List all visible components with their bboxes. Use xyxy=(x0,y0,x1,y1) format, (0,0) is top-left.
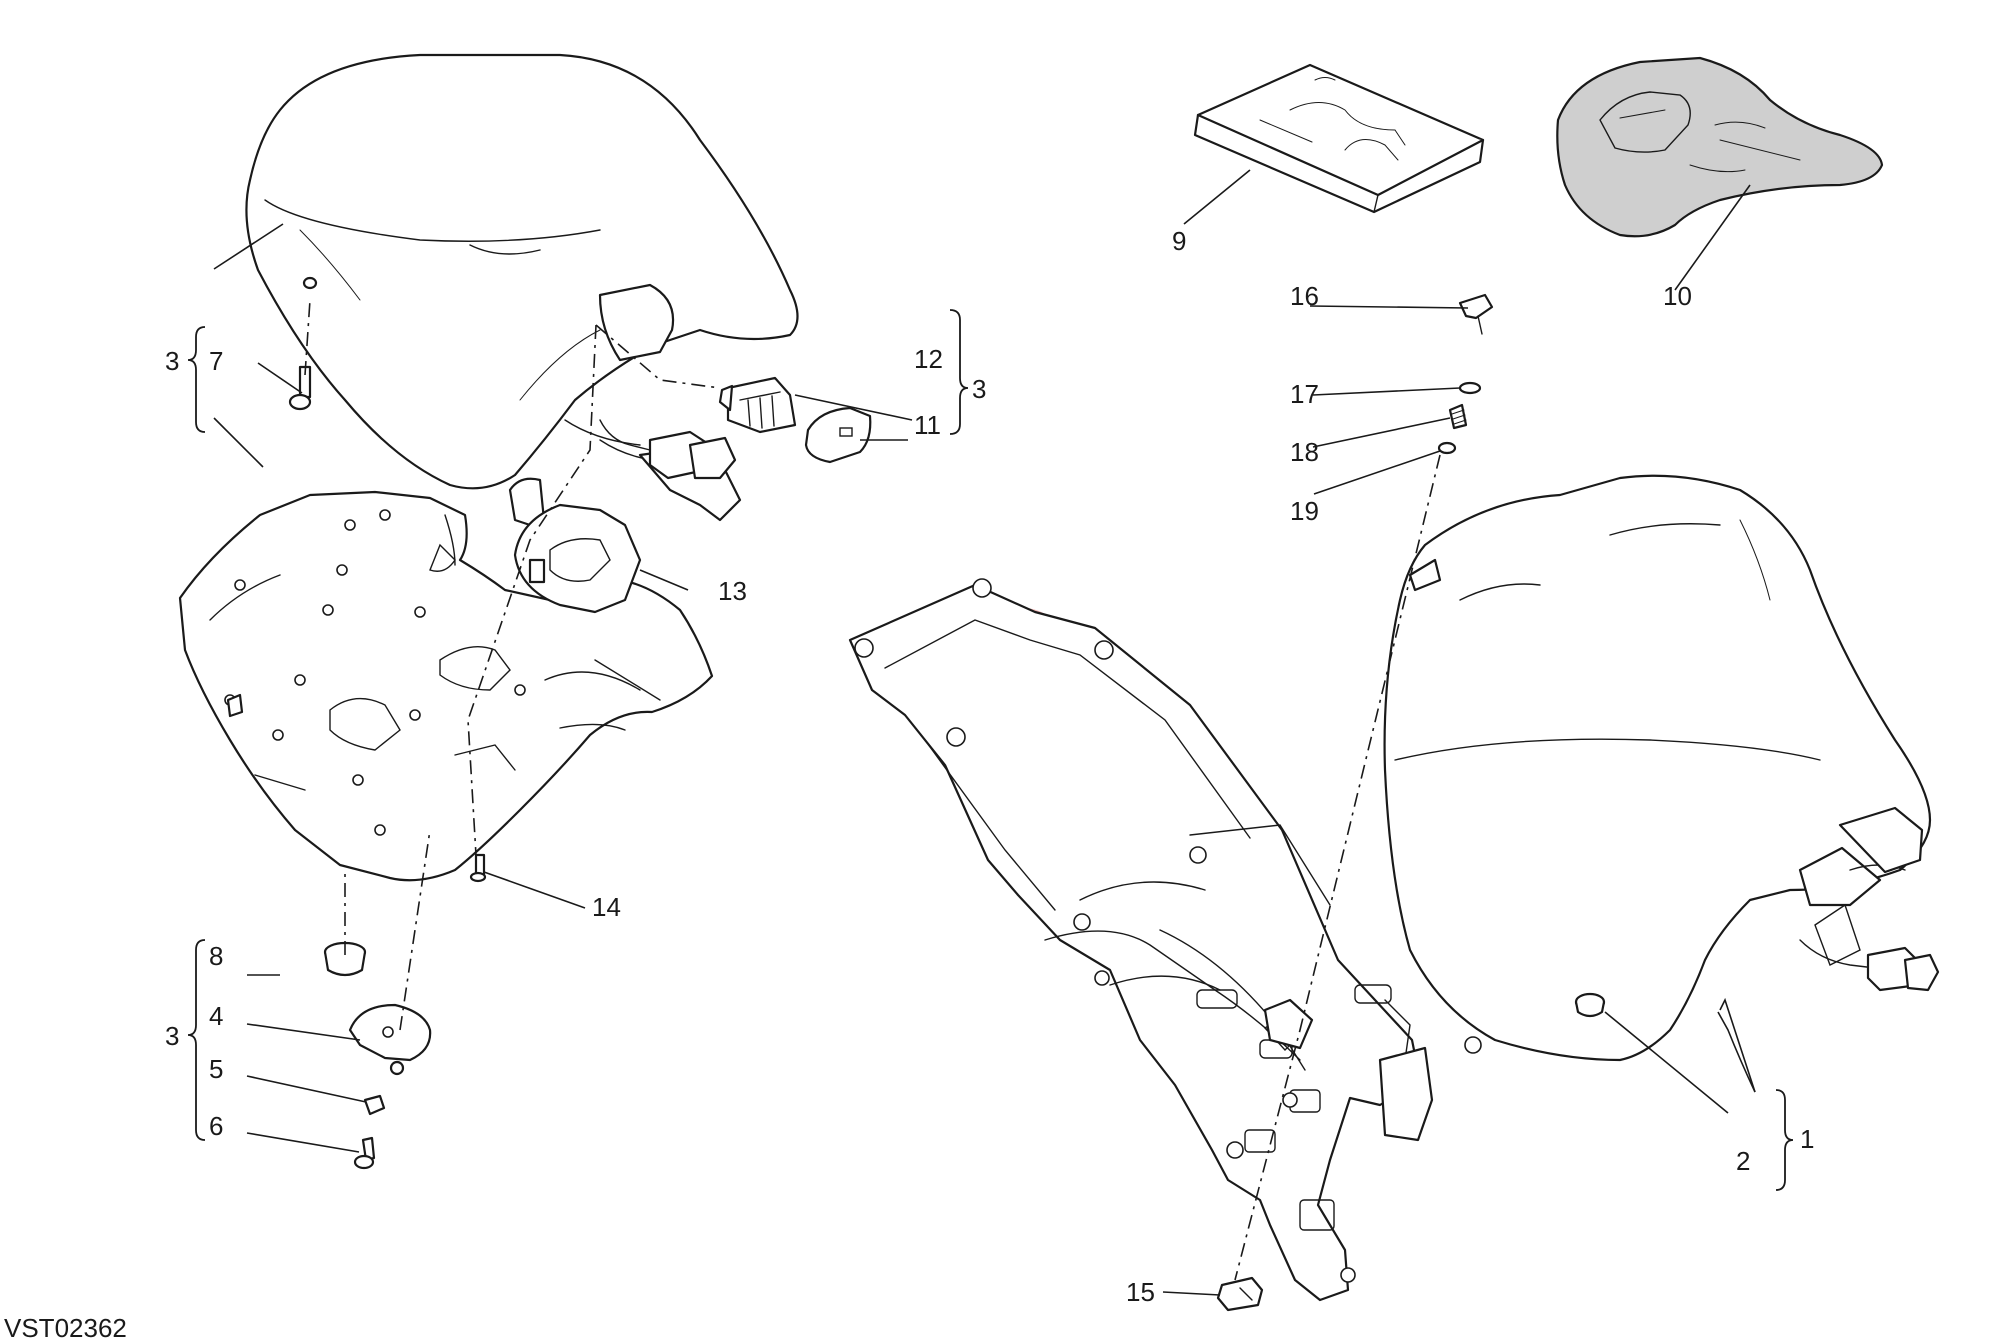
callout-3-bottom: 3 xyxy=(165,1021,179,1051)
part-13-latch-bracket xyxy=(513,503,642,614)
callout-16: 16 xyxy=(1290,281,1319,311)
callout-11: 11 xyxy=(914,410,941,440)
seat-base-pan xyxy=(178,477,714,882)
callout-labels: 1 2 3 3 3 4 5 6 7 8 9 10 11 12 13 14 15 … xyxy=(165,226,1814,1307)
callout-3-right: 3 xyxy=(972,374,986,404)
part-15-latch-block xyxy=(1216,1276,1264,1312)
callout-1: 1 xyxy=(1800,1124,1814,1154)
callout-4: 4 xyxy=(209,1001,223,1031)
part-16-key xyxy=(1458,293,1494,335)
callout-17: 17 xyxy=(1290,379,1319,409)
part-18-spring xyxy=(1448,403,1468,430)
callout-10: 10 xyxy=(1663,281,1692,311)
callout-3-top: 3 xyxy=(165,346,179,376)
drawing-code: VST02362 xyxy=(4,1313,127,1343)
part-10-seat-cover xyxy=(1556,56,1884,238)
part-11-cap xyxy=(804,406,872,464)
part-4-plate xyxy=(348,1003,432,1076)
callout-braces xyxy=(187,309,1794,1191)
part-2-grommet xyxy=(1574,992,1606,1018)
rear-seat-harness xyxy=(599,419,737,480)
callout-5: 5 xyxy=(209,1054,223,1084)
part-5-nut xyxy=(363,1094,386,1116)
part-7-grommet xyxy=(288,276,318,411)
front-seat xyxy=(1383,474,1932,1062)
front-seat-harness xyxy=(1799,939,1940,992)
assembly-lines xyxy=(304,299,1441,1281)
callout-15: 15 xyxy=(1126,1277,1155,1307)
callout-2: 2 xyxy=(1736,1146,1750,1176)
callout-6: 6 xyxy=(209,1111,223,1141)
rear-subframe xyxy=(848,578,1482,1302)
callout-18: 18 xyxy=(1290,437,1319,467)
leader-lines xyxy=(213,169,1756,1296)
part-17-washer xyxy=(1458,381,1482,395)
callout-14: 14 xyxy=(592,892,621,922)
callout-8: 8 xyxy=(209,941,223,971)
part-6-screw xyxy=(353,1136,376,1170)
part-19-washer xyxy=(1437,441,1457,455)
part-14-screw xyxy=(469,853,487,883)
callout-19: 19 xyxy=(1290,496,1319,526)
part-12-connector xyxy=(718,376,797,434)
callout-13: 13 xyxy=(718,576,747,606)
callout-7: 7 xyxy=(209,346,223,376)
callout-12: 12 xyxy=(914,344,943,374)
callout-9: 9 xyxy=(1172,226,1186,256)
part-9-owner-manual xyxy=(1193,63,1485,214)
